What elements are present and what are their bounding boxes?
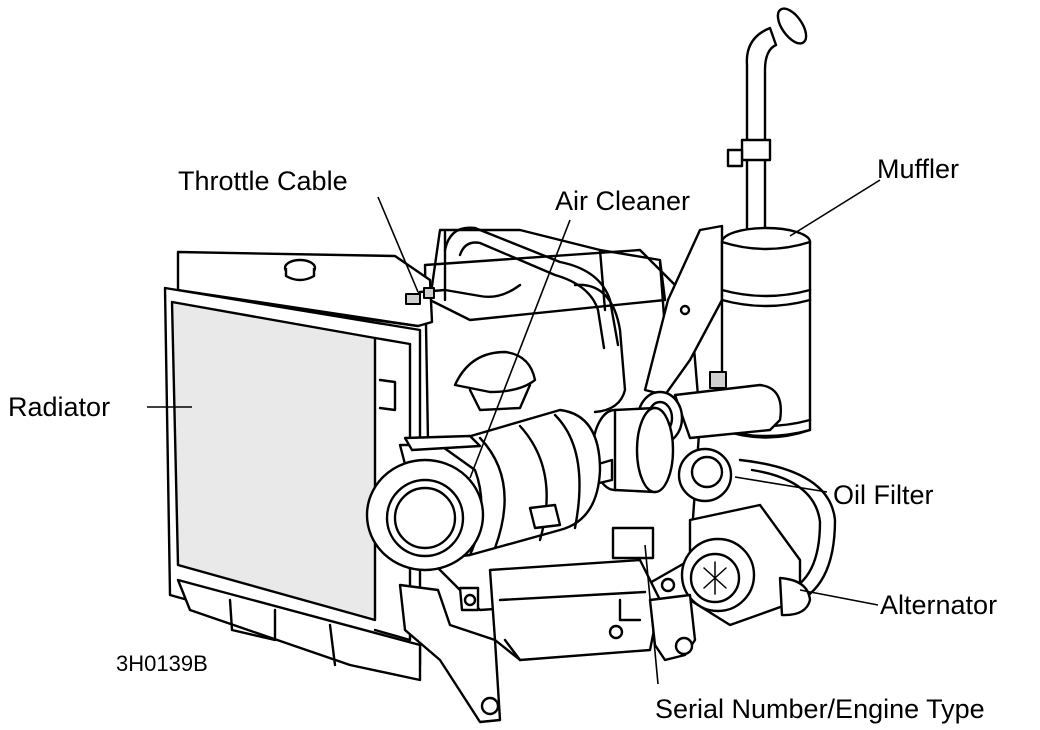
front-mount-bracket [398,583,502,724]
label-air-cleaner: Air Cleaner [555,186,691,216]
throttle-cable-part [405,283,522,305]
air-cleaner-leader [469,219,571,479]
oil-pan [488,558,662,662]
label-radiator: Radiator [8,392,111,422]
muffler-leader [789,179,881,237]
throttle-cable-leader [377,196,419,293]
alternator-leader [799,589,879,606]
intake-fitting [591,406,675,494]
radiator [163,250,434,682]
label-alternator: Alternator [880,590,998,620]
label-muffler: Muffler [877,154,960,184]
intake-pipe [443,226,627,414]
label-throttle-cable: Throttle Cable [178,166,348,196]
oil-filter [677,447,733,503]
leader-lines [147,179,881,685]
serial-number-leader [644,544,659,685]
label-oil-filter: Oil Filter [833,480,934,510]
figure-id: 3H0139B [116,651,208,676]
air-cleaner [365,408,602,572]
muffler [720,7,812,439]
label-serial-number: Serial Number/Engine Type [655,694,985,724]
serial-number-plate [611,526,655,560]
oil-filter-leader [734,476,828,493]
alternator-assembly [648,458,837,662]
